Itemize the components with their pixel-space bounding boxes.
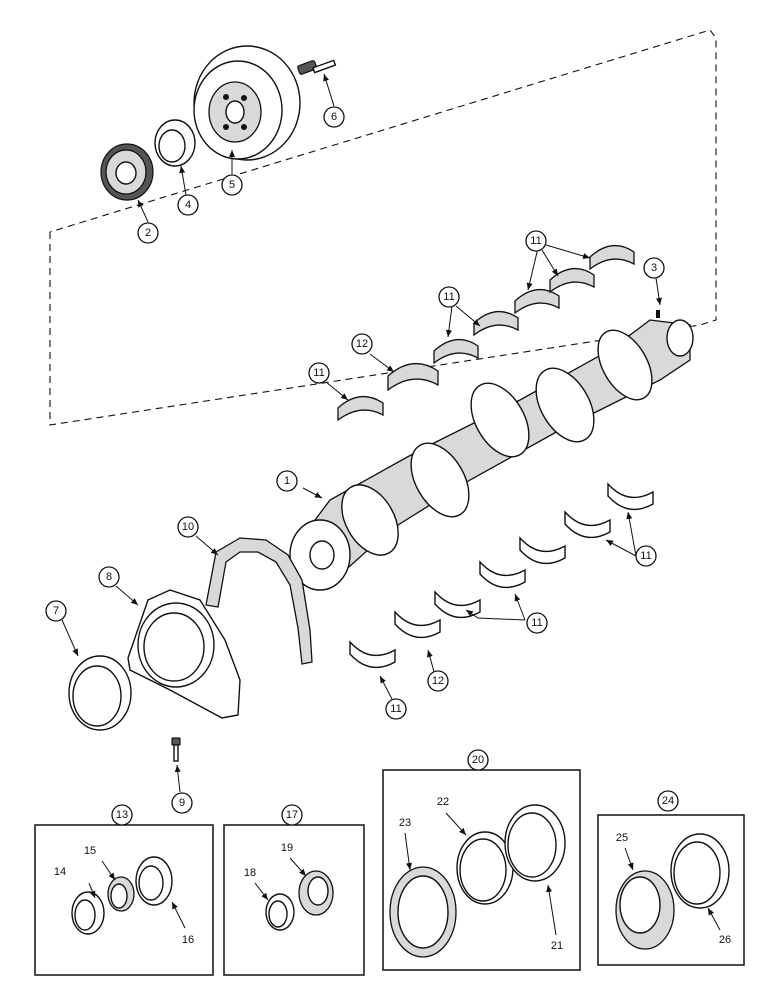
vibration-damper bbox=[193, 45, 301, 161]
callout-10: 10 bbox=[177, 516, 199, 538]
label-14: 14 bbox=[54, 866, 66, 878]
label-18: 18 bbox=[244, 867, 256, 879]
callout-2: 2 bbox=[137, 222, 159, 244]
callout-3: 3 bbox=[643, 257, 665, 279]
label-25: 25 bbox=[616, 832, 628, 844]
svg-text:11: 11 bbox=[313, 367, 324, 379]
label-16: 16 bbox=[182, 934, 194, 946]
svg-text:11: 11 bbox=[640, 550, 651, 562]
upper-bearing-shells bbox=[337, 245, 635, 422]
kit-13-parts bbox=[71, 856, 173, 935]
callout-11-lower-left: 11 bbox=[385, 698, 407, 720]
callout-11-lower-right: 11 bbox=[635, 545, 657, 567]
svg-text:2: 2 bbox=[145, 227, 151, 239]
kit-box-17 bbox=[223, 824, 365, 976]
svg-text:11: 11 bbox=[443, 291, 454, 303]
callout-11-lower-middle: 11 bbox=[526, 612, 548, 634]
rear-cover-gasket bbox=[205, 537, 313, 665]
svg-text:1: 1 bbox=[284, 475, 290, 487]
callout-9: 9 bbox=[171, 792, 193, 814]
callout-11-top-right: 11 bbox=[525, 230, 547, 252]
callout-5: 5 bbox=[221, 174, 243, 196]
callout-12-upper: 12 bbox=[351, 333, 373, 355]
callout-7: 7 bbox=[45, 600, 67, 622]
wear-sleeve bbox=[154, 119, 196, 167]
rear-seal bbox=[68, 655, 132, 731]
callout-4: 4 bbox=[177, 194, 199, 216]
rear-seal-housing bbox=[127, 589, 241, 719]
kit-24-parts bbox=[615, 833, 730, 950]
svg-text:6: 6 bbox=[331, 111, 337, 123]
callout-12-lower: 12 bbox=[427, 670, 449, 692]
crankshaft bbox=[289, 310, 694, 591]
callout-1: 1 bbox=[276, 470, 298, 492]
label-26: 26 bbox=[719, 934, 731, 946]
callout-17: 17 bbox=[281, 804, 303, 826]
callout-8: 8 bbox=[98, 566, 120, 588]
alignment-dashed-line bbox=[49, 29, 717, 426]
svg-text:11: 11 bbox=[531, 617, 542, 629]
callout-11-top-left: 11 bbox=[308, 362, 330, 384]
svg-text:24: 24 bbox=[662, 795, 674, 807]
label-22: 22 bbox=[437, 796, 449, 808]
svg-text:11: 11 bbox=[390, 703, 401, 715]
svg-text:9: 9 bbox=[179, 797, 185, 809]
svg-text:5: 5 bbox=[229, 179, 235, 191]
svg-text:12: 12 bbox=[356, 338, 368, 350]
svg-text:7: 7 bbox=[53, 605, 59, 617]
housing-bolt bbox=[171, 737, 181, 762]
callout-13: 13 bbox=[111, 804, 133, 826]
callout-11-top-middle: 11 bbox=[438, 286, 460, 308]
kit-17-parts bbox=[265, 870, 334, 931]
crankshaft-gear bbox=[100, 143, 154, 201]
svg-text:12: 12 bbox=[432, 675, 444, 687]
svg-text:8: 8 bbox=[106, 571, 112, 583]
callout-20: 20 bbox=[467, 749, 489, 771]
label-19: 19 bbox=[281, 842, 293, 854]
svg-text:11: 11 bbox=[530, 235, 541, 247]
svg-text:17: 17 bbox=[286, 809, 298, 821]
label-23: 23 bbox=[399, 817, 411, 829]
label-21: 21 bbox=[551, 940, 563, 952]
svg-text:3: 3 bbox=[651, 262, 657, 274]
svg-text:4: 4 bbox=[185, 199, 191, 211]
kit-box-24 bbox=[597, 814, 745, 966]
leader-lines bbox=[61, 73, 721, 936]
svg-text:10: 10 bbox=[182, 521, 194, 533]
svg-text:20: 20 bbox=[472, 754, 484, 766]
kit-20-parts bbox=[389, 804, 566, 958]
damper-bolt bbox=[297, 59, 337, 75]
callout-6: 6 bbox=[323, 106, 345, 128]
svg-text:13: 13 bbox=[116, 809, 128, 821]
label-15: 15 bbox=[84, 845, 96, 857]
callout-24: 24 bbox=[657, 790, 679, 812]
